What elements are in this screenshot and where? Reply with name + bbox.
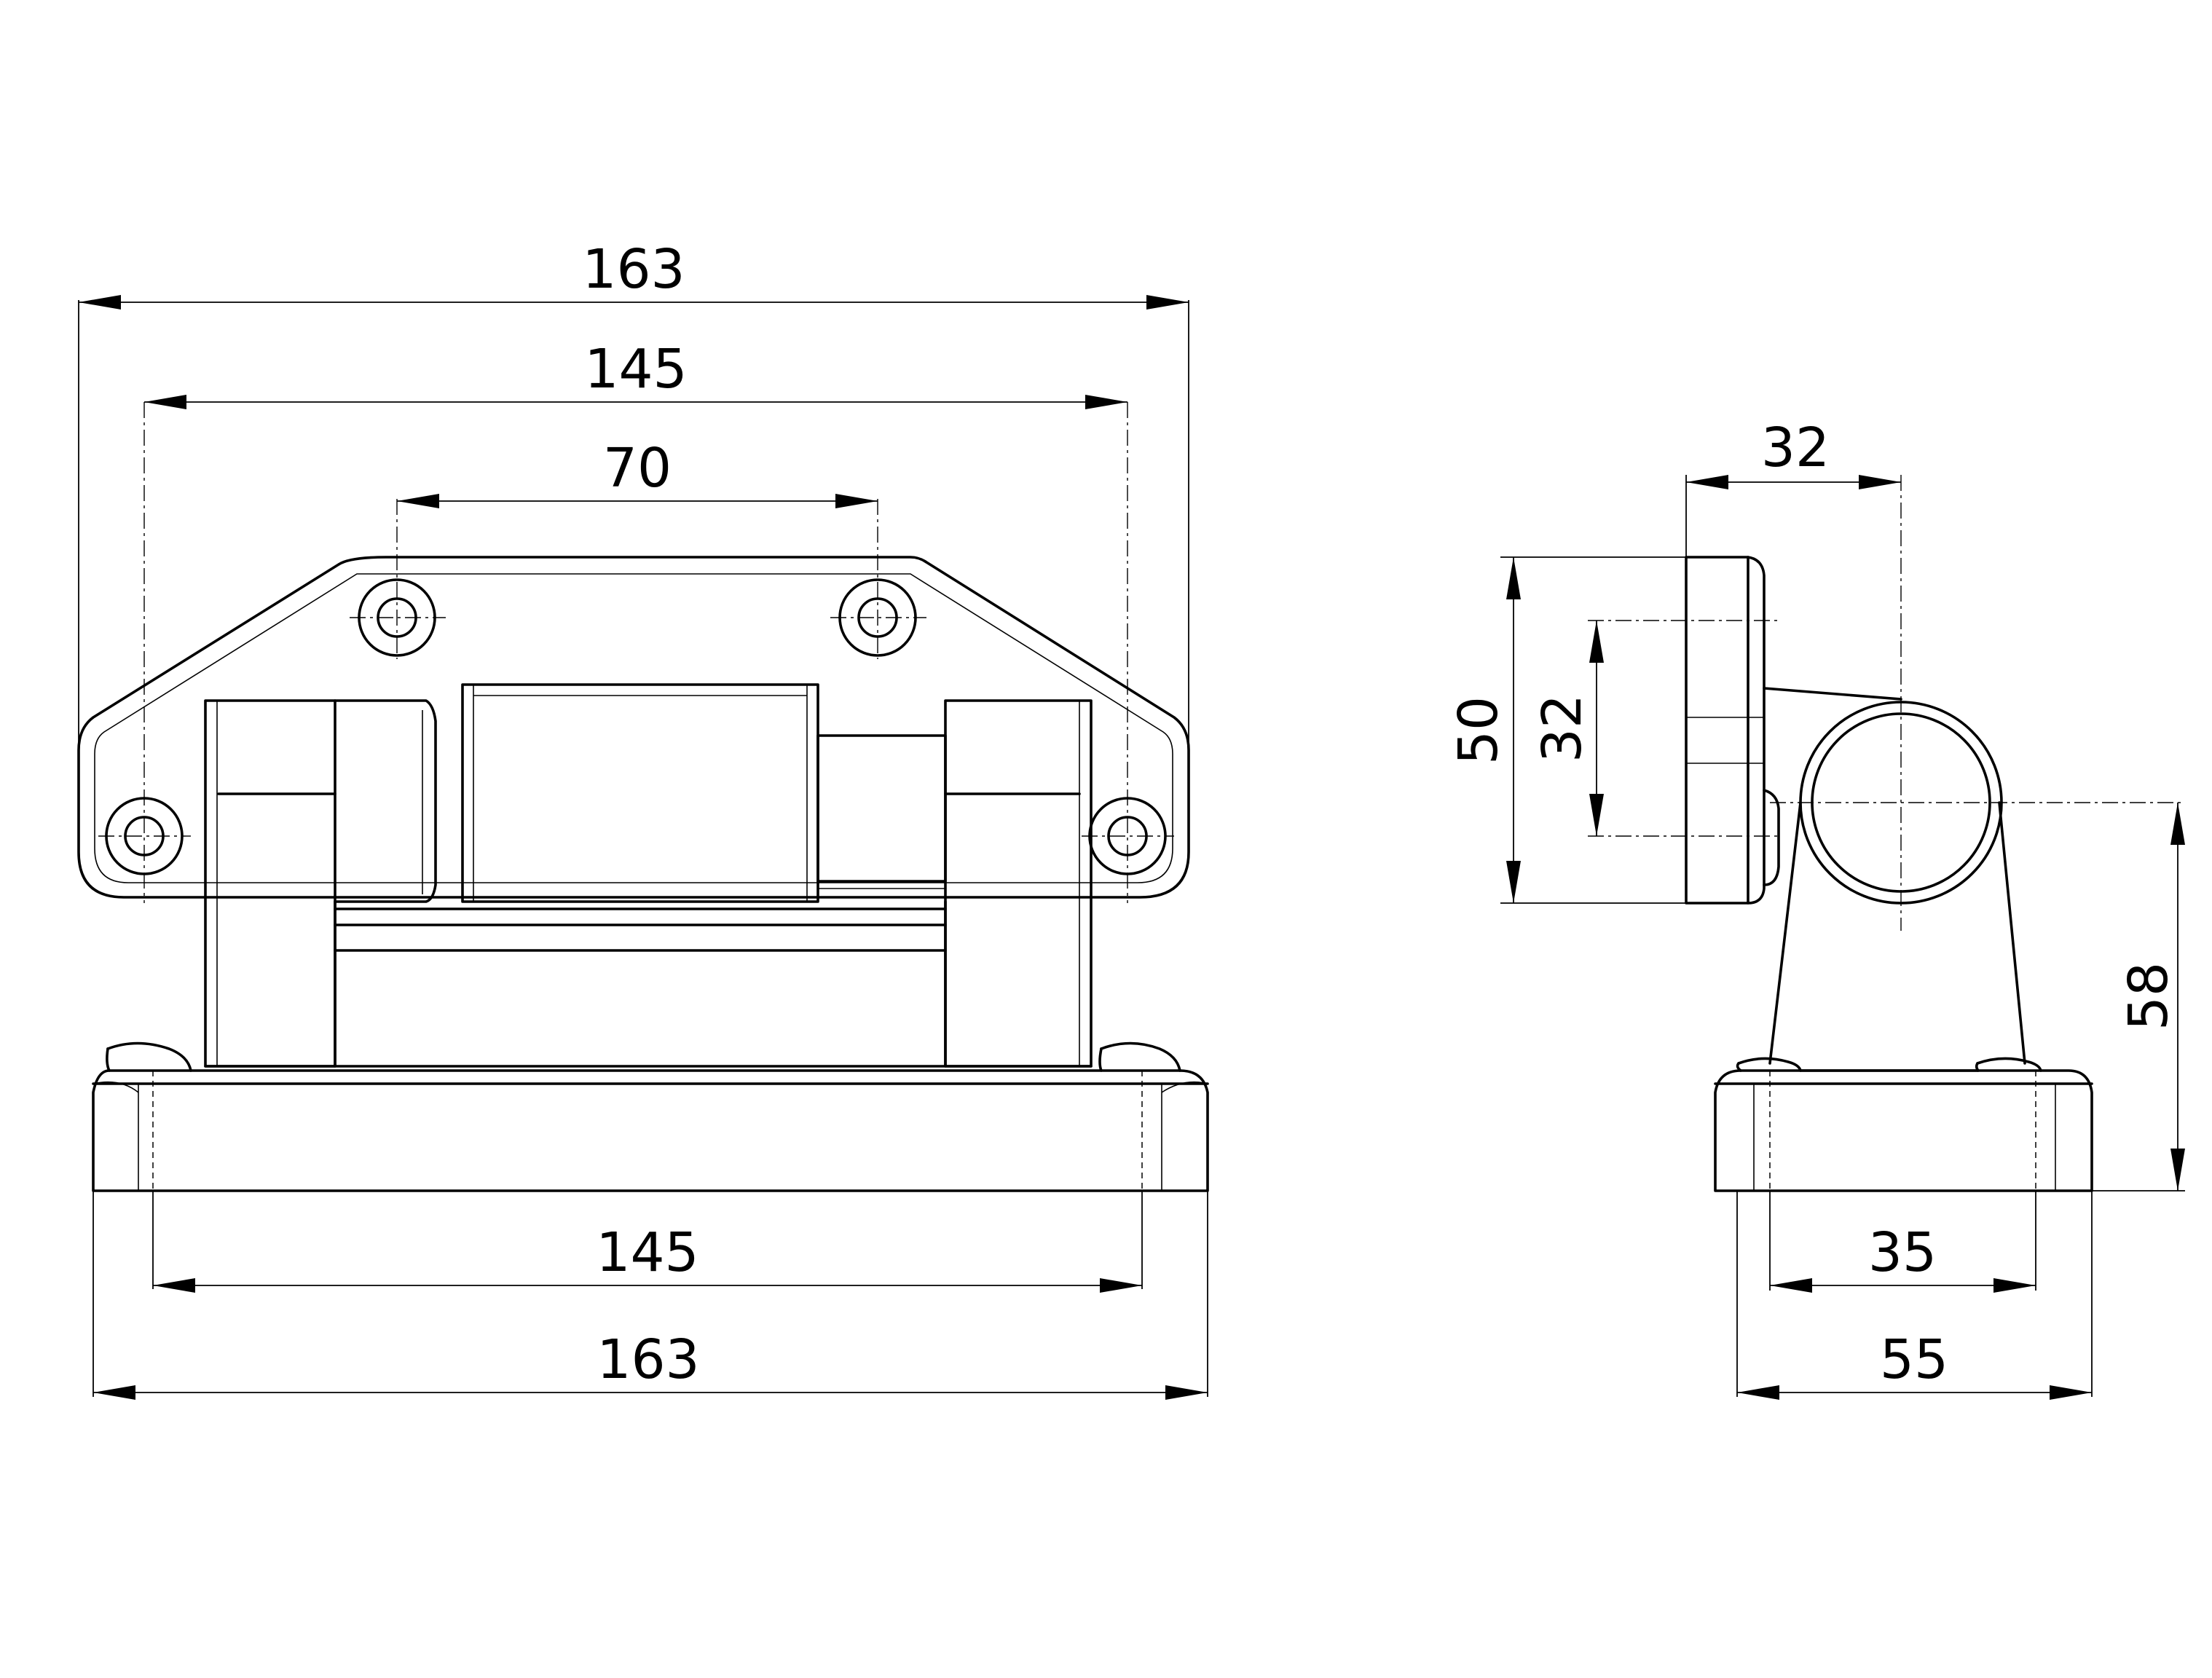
hinge-pin (816, 734, 947, 889)
mounting-hole-right (1082, 402, 1174, 903)
mounting-hole-top-right (830, 499, 926, 659)
side-flange (1685, 556, 1780, 905)
dim-label-top-hole-span: 145 (584, 338, 687, 401)
dim-label-side-base-width: 55 (1880, 1328, 1948, 1391)
dim-label-side-flange-inner: 32 (1531, 694, 1594, 763)
front-view: 163 145 70 145 163 (77, 238, 1209, 1400)
dim-label-top-overall: 163 (582, 238, 685, 301)
dim-side-top-offset: 32 (1685, 417, 1901, 557)
dim-bottom-hole-span: 145 (152, 1191, 1143, 1293)
dim-label-top-center-span: 70 (603, 437, 672, 500)
hinge-barrel (461, 683, 819, 903)
dim-side-flange-height: 50 (1447, 556, 1686, 904)
mounting-hole-left (98, 402, 191, 903)
side-base (1714, 1057, 2093, 1192)
dim-label-bottom-overall: 163 (597, 1328, 699, 1391)
dim-side-base-hole-span: 35 (1769, 1191, 2036, 1293)
dim-bottom-overall: 163 (93, 1191, 1208, 1400)
dim-top-hole-span: 145 (144, 338, 1127, 409)
dim-label-bottom-hole-span: 145 (596, 1221, 698, 1284)
dim-label-side-axis-height: 58 (2117, 962, 2180, 1031)
hinge-bushing (334, 699, 437, 903)
upper-plate-outline (77, 556, 1190, 899)
dim-side-base-width: 55 (1736, 1191, 2093, 1400)
mounting-hole-top-left (350, 499, 446, 659)
hinge-knuckle-left (204, 699, 336, 1068)
dim-label-side-top-offset: 32 (1761, 417, 1830, 479)
dim-label-side-flange-height: 50 (1447, 696, 1510, 765)
dim-top-overall: 163 (78, 238, 1189, 754)
dim-side-flange-inner: 32 (1531, 621, 1604, 836)
hinge-knuckle-right (944, 699, 1093, 1068)
upper-plate-inner-edge (94, 573, 1173, 883)
hinge-lower-leaf (204, 900, 1093, 1068)
side-view: 32 50 32 58 35 (1447, 417, 2185, 1400)
dim-label-side-base-hole-span: 35 (1868, 1221, 1937, 1284)
dim-top-center-span: 70 (397, 437, 878, 508)
side-pedestal (1763, 687, 2026, 1065)
dim-side-axis-height: 58 (2092, 803, 2185, 1191)
